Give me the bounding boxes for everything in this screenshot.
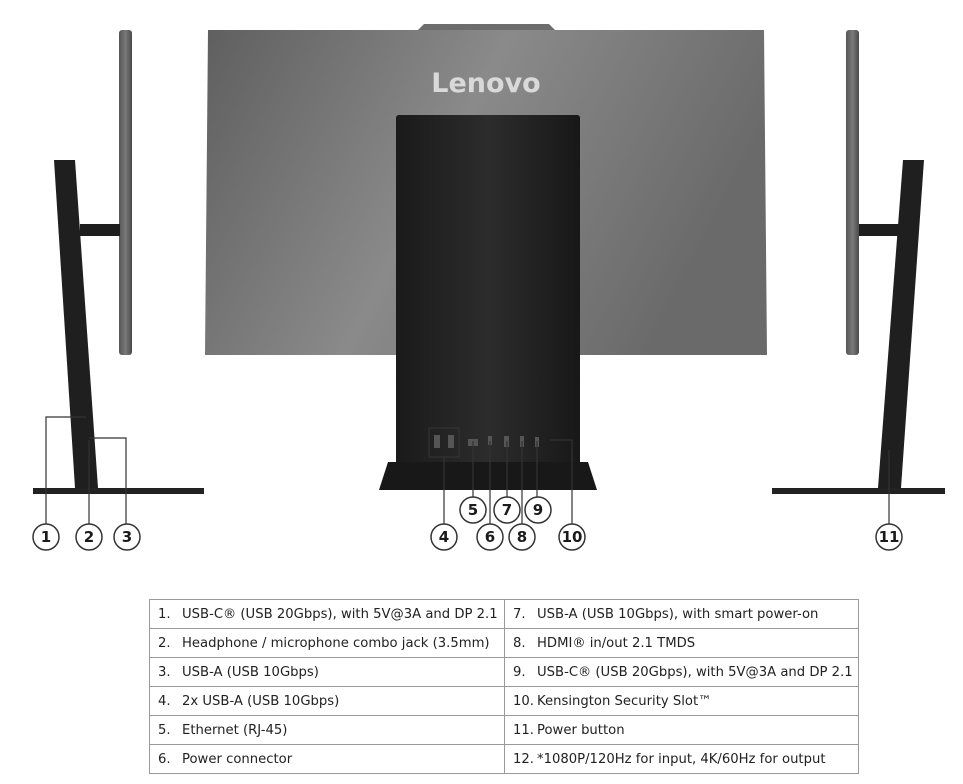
- right-monitor-edge: [846, 30, 859, 355]
- spec-number: 2.: [158, 635, 171, 651]
- svg-text:9: 9: [533, 501, 543, 519]
- spec-number: 3.: [158, 664, 171, 680]
- left-stand-base: [33, 488, 204, 494]
- usb-a-port: [434, 435, 440, 448]
- spec-number: 9.: [513, 664, 526, 680]
- right-hinge: [859, 224, 899, 236]
- spec-text: Power button: [537, 722, 625, 738]
- leader-lines: [45, 416, 890, 524]
- left-monitor-edge: [119, 30, 132, 355]
- product-illustration: Lenovo 1 2 3 4 5 6 7: [32, 24, 945, 551]
- callout-7: 7: [493, 496, 521, 524]
- table-row: 6. Power connector 12.*1080P/120Hz for in…: [149, 744, 859, 774]
- spec-cell: 4. 2x USB-A (USB 10Gbps): [149, 686, 505, 716]
- spec-cell: 5. Ethernet (RJ-45): [149, 715, 505, 745]
- right-side-view: [772, 30, 945, 494]
- spec-cell: 10.Kensington Security Slot™: [504, 686, 859, 716]
- usb-a-port: [448, 435, 454, 448]
- left-side-view: [33, 30, 204, 494]
- spec-number: 1.: [158, 606, 171, 622]
- svg-text:2: 2: [84, 528, 94, 546]
- callout-9: 9: [524, 496, 552, 524]
- spec-text: USB-C® (USB 20Gbps), with 5V@3A and DP 2…: [537, 664, 853, 680]
- stand-base: [379, 462, 597, 490]
- spec-text: USB-A (USB 10Gbps): [182, 664, 319, 680]
- callout-10: 10: [558, 523, 586, 551]
- spec-cell: 6. Power connector: [149, 744, 505, 774]
- spec-number: 10.: [513, 693, 534, 709]
- spec-cell: 1. USB-C® (USB 20Gbps), with 5V@3A and DP…: [149, 599, 505, 629]
- table-row: 2. Headphone / microphone combo jack (3.5…: [149, 628, 859, 658]
- power-port: [488, 436, 492, 445]
- callout-3: 3: [113, 523, 141, 551]
- spec-cell: 7. USB-A (USB 10Gbps), with smart power-o…: [504, 599, 859, 629]
- spec-text: USB-C® (USB 20Gbps), with 5V@3A and DP 2…: [182, 606, 498, 622]
- callout-11: 11: [875, 523, 903, 551]
- spec-cell: 11.Power button: [504, 715, 859, 745]
- spec-text: Headphone / microphone combo jack (3.5mm…: [182, 635, 490, 651]
- table-row: 4. 2x USB-A (USB 10Gbps) 10.Kensington Se…: [149, 686, 859, 716]
- svg-text:10: 10: [562, 528, 583, 546]
- brand-logo: Lenovo: [431, 68, 540, 99]
- spec-number: 4.: [158, 693, 171, 709]
- spec-cell: 12.*1080P/120Hz for input, 4K/60Hz for o…: [504, 744, 859, 774]
- svg-text:3: 3: [122, 528, 132, 546]
- svg-text:5: 5: [468, 501, 478, 519]
- callout-1: 1: [32, 523, 60, 551]
- spec-text: *1080P/120Hz for input, 4K/60Hz for outp…: [537, 751, 826, 767]
- spec-number: 8.: [513, 635, 526, 651]
- spec-number: 6.: [158, 751, 171, 767]
- table-row: 1. USB-C® (USB 20Gbps), with 5V@3A and DP…: [149, 599, 859, 629]
- spec-text: Kensington Security Slot™: [537, 693, 712, 709]
- table-row: 3. USB-A (USB 10Gbps) 9. USB-C® (USB 20Gbp…: [149, 657, 859, 687]
- port-spec-table: 1. USB-C® (USB 20Gbps), with 5V@3A and DP…: [149, 599, 859, 774]
- callout-5: 5: [459, 496, 487, 524]
- callout-2: 2: [75, 523, 103, 551]
- callout-8: 8: [508, 523, 536, 551]
- callout-circles: 1 2 3 4 5 6 7 8 9 10 11: [32, 496, 903, 551]
- spec-number: 11.: [513, 722, 534, 738]
- spec-text: USB-A (USB 10Gbps), with smart power-on: [537, 606, 819, 622]
- spec-number: 7.: [513, 606, 526, 622]
- svg-text:11: 11: [879, 528, 900, 546]
- spec-text: 2x USB-A (USB 10Gbps): [182, 693, 340, 709]
- svg-text:7: 7: [502, 501, 512, 519]
- svg-text:1: 1: [41, 528, 51, 546]
- right-stand-base: [772, 488, 945, 494]
- callout-6: 6: [476, 523, 504, 551]
- left-hinge: [80, 224, 120, 236]
- top-hump: [418, 24, 555, 30]
- spec-text: Ethernet (RJ-45): [182, 722, 288, 738]
- callout-4: 4: [430, 523, 458, 551]
- center-back-view: Lenovo: [205, 24, 767, 490]
- right-stand-neck: [878, 160, 924, 488]
- table-row: 5. Ethernet (RJ-45) 11.Power button: [149, 715, 859, 745]
- svg-text:4: 4: [439, 528, 449, 546]
- stand-tower: [396, 115, 580, 470]
- left-stand-neck: [54, 160, 98, 488]
- spec-cell: 8. HDMI® in/out 2.1 TMDS: [504, 628, 859, 658]
- spec-number: 12.: [513, 751, 534, 767]
- svg-text:8: 8: [517, 528, 527, 546]
- spec-text: HDMI® in/out 2.1 TMDS: [537, 635, 696, 651]
- spec-text: Power connector: [182, 751, 293, 767]
- spec-cell: 9. USB-C® (USB 20Gbps), with 5V@3A and DP…: [504, 657, 859, 687]
- spec-number: 5.: [158, 722, 171, 738]
- spec-cell: 3. USB-A (USB 10Gbps): [149, 657, 505, 687]
- spec-cell: 2. Headphone / microphone combo jack (3.5…: [149, 628, 505, 658]
- svg-text:6: 6: [485, 528, 495, 546]
